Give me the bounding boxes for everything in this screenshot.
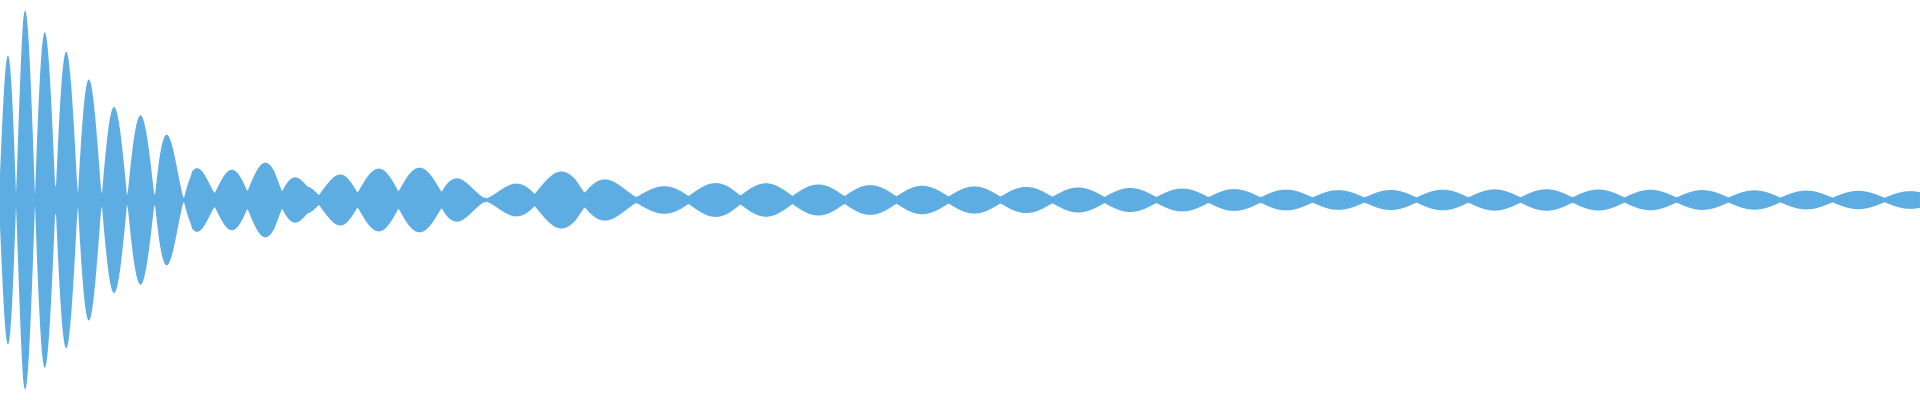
waveform-shape <box>0 10 1920 390</box>
